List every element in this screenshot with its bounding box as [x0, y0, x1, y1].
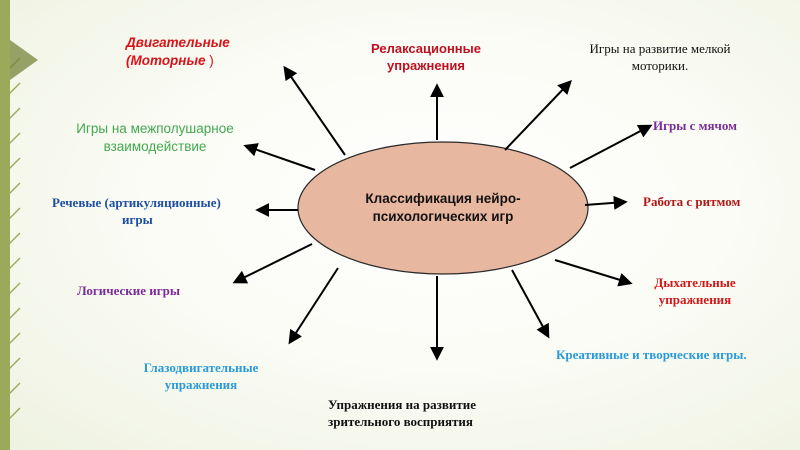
label-visual-perception-line1: Упражнения на развитие — [328, 397, 476, 412]
label-motor-paren: ) — [205, 52, 214, 68]
label-speech: Речевые (артикуляционные) игры — [52, 195, 252, 229]
label-creative: Креативные и творческие игры. — [556, 347, 747, 362]
arrow-rhythm — [584, 195, 628, 210]
label-relax-line2: упражнения — [387, 57, 465, 73]
label-rhythm: Работа с ритмом — [643, 194, 741, 209]
label-interhemispheric-line2: взаимодействие — [103, 138, 207, 154]
accent-bar — [0, 0, 10, 450]
arrow-breath — [554, 259, 633, 287]
label-relax: Релаксационные упражнения — [356, 41, 496, 75]
label-eye-movement: Глазодвигательные упражнения — [126, 360, 276, 394]
label-interhemispheric: Игры на межполушарное взаимодействие — [55, 120, 255, 155]
label-motor-line1: Двигательные — [126, 35, 230, 50]
arrow-interhemispheric — [243, 143, 316, 171]
center-title: Классификация нейро- психологических игр — [365, 190, 521, 224]
label-breath: Дыхательные упражнения — [640, 275, 750, 309]
label-visual-perception: Упражнения на развитие зрительного воспр… — [328, 397, 476, 431]
arrow-fine-motor — [504, 79, 572, 151]
label-eye-movement-line2: упражнения — [164, 376, 238, 392]
arrow-ball — [569, 124, 653, 169]
arrow-motor — [283, 65, 346, 156]
label-motor-line2: (Моторные — [126, 52, 206, 68]
label-speech-line2: игры — [122, 211, 153, 227]
arrow-eye — [288, 267, 339, 345]
arrow-logic — [232, 243, 313, 284]
label-speech-line1: Речевые (артикуляционные) — [52, 195, 221, 210]
label-breath-line1: Дыхательные — [654, 275, 736, 290]
label-interhemispheric-line1: Игры на межполушарное — [76, 121, 234, 136]
label-ball: Игры с мячом — [653, 118, 737, 133]
label-fine-motor-line2: моторики. — [631, 57, 689, 73]
arrow-creative — [511, 269, 550, 339]
label-logic: Логические игры — [77, 283, 181, 298]
label-eye-movement-line1: Глазодвигательные — [143, 360, 259, 375]
label-fine-motor-line1: Игры на развитие мелкой — [589, 41, 731, 56]
label-visual-perception-line2: зрительного восприятия — [328, 413, 473, 429]
label-breath-line2: упражнения — [658, 291, 732, 307]
label-motor: Двигательные (Моторные ) — [126, 34, 230, 69]
label-fine-motor: Игры на развитие мелкой моторики. — [560, 41, 760, 75]
center-ellipse — [297, 141, 589, 275]
label-relax-line1: Релаксационные — [371, 41, 481, 56]
